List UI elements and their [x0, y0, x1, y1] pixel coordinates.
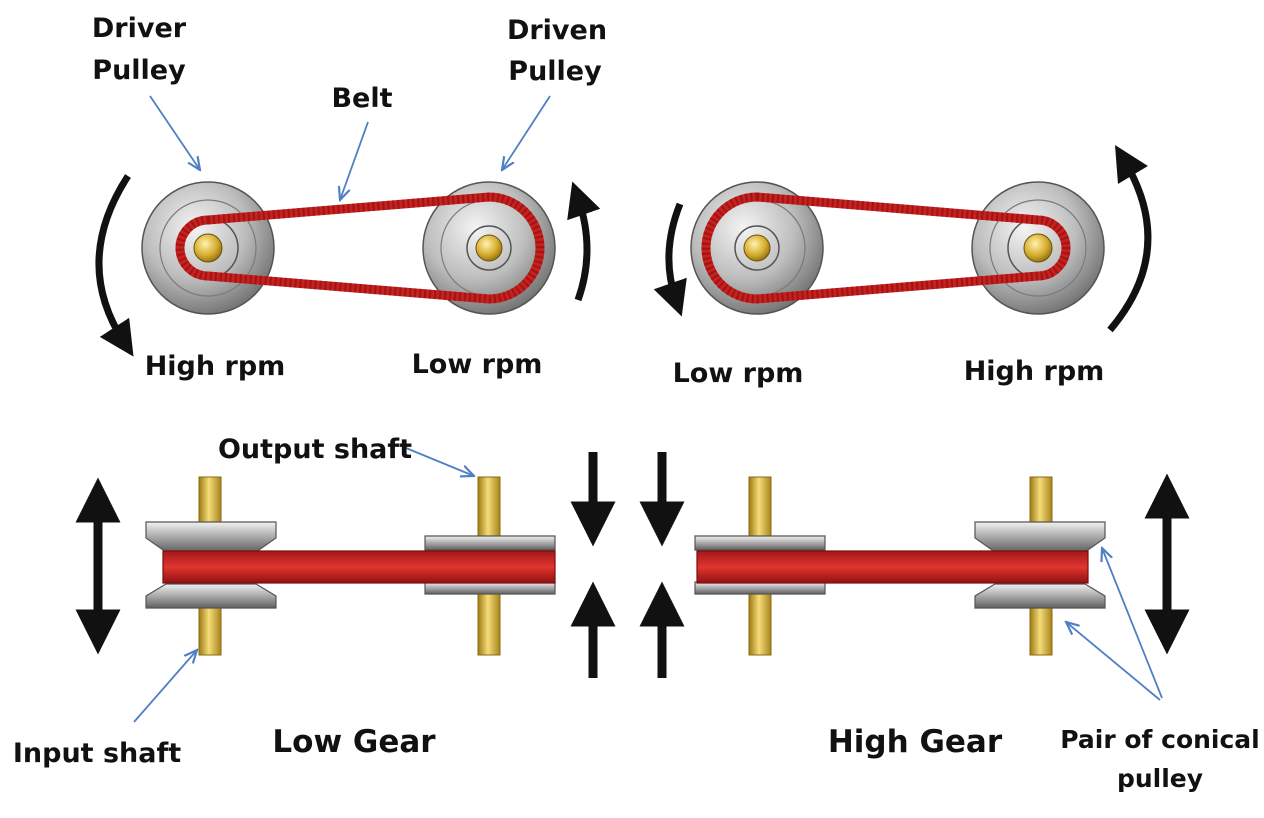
conical-sheave-top: [694, 535, 826, 551]
driven-hub-left: [466, 225, 512, 271]
driven-pulley-label-line1: Driven: [507, 15, 607, 46]
driver-hub-left: [193, 233, 223, 263]
conical-pulley-label-line2: pulley: [1117, 764, 1203, 793]
top-right-assembly: [653, 144, 1152, 333]
leader-lines: [133, 95, 1163, 723]
conical-sheave-top: [424, 535, 556, 551]
conical-sheave-bottom: [694, 581, 826, 595]
top-left-assembly: [95, 174, 601, 357]
driven-hub-right: [1023, 233, 1053, 263]
conical-sheave-top: [974, 521, 1106, 553]
squeeze-arrows: [570, 452, 685, 678]
conical-sheave-bottom: [974, 583, 1106, 609]
conical-sheave-top: [145, 521, 277, 553]
low-gear-label: Low Gear: [272, 724, 436, 760]
input-shaft-label: Input shaft: [13, 738, 181, 769]
curved-arrow-icon: [1107, 144, 1152, 333]
output-shaft-label: Output shaft: [218, 434, 412, 465]
driver-hub-right: [734, 225, 780, 271]
belt-top-left: [175, 192, 545, 304]
labels: Driver Pulley Belt Driven Pulley High rp…: [13, 13, 1260, 793]
left-low-rpm-label: Low rpm: [412, 349, 543, 380]
high-gear-assembly: [694, 473, 1190, 656]
high-gear-label: High Gear: [828, 724, 1003, 760]
right-low-rpm-label: Low rpm: [673, 358, 804, 389]
belt-high-gear: [696, 550, 1089, 584]
belt-label: Belt: [331, 83, 392, 114]
driven-pulley-label-line2: Pulley: [508, 56, 602, 87]
left-high-rpm-label: High rpm: [145, 351, 286, 382]
curved-arrow-icon: [653, 202, 687, 317]
right-high-rpm-label: High rpm: [964, 356, 1105, 387]
conical-sheave-bottom: [424, 581, 556, 595]
curved-arrow-icon: [95, 174, 134, 357]
conical-pulley-label-line1: Pair of conical: [1060, 725, 1260, 754]
belt-low-gear: [162, 550, 556, 584]
low-gear-assembly: [75, 476, 556, 656]
driver-pulley-label-line2: Pulley: [92, 55, 186, 86]
conical-sheave-bottom: [145, 583, 277, 609]
curved-arrow-icon: [567, 181, 601, 302]
driver-pulley-label-line1: Driver: [92, 13, 187, 44]
